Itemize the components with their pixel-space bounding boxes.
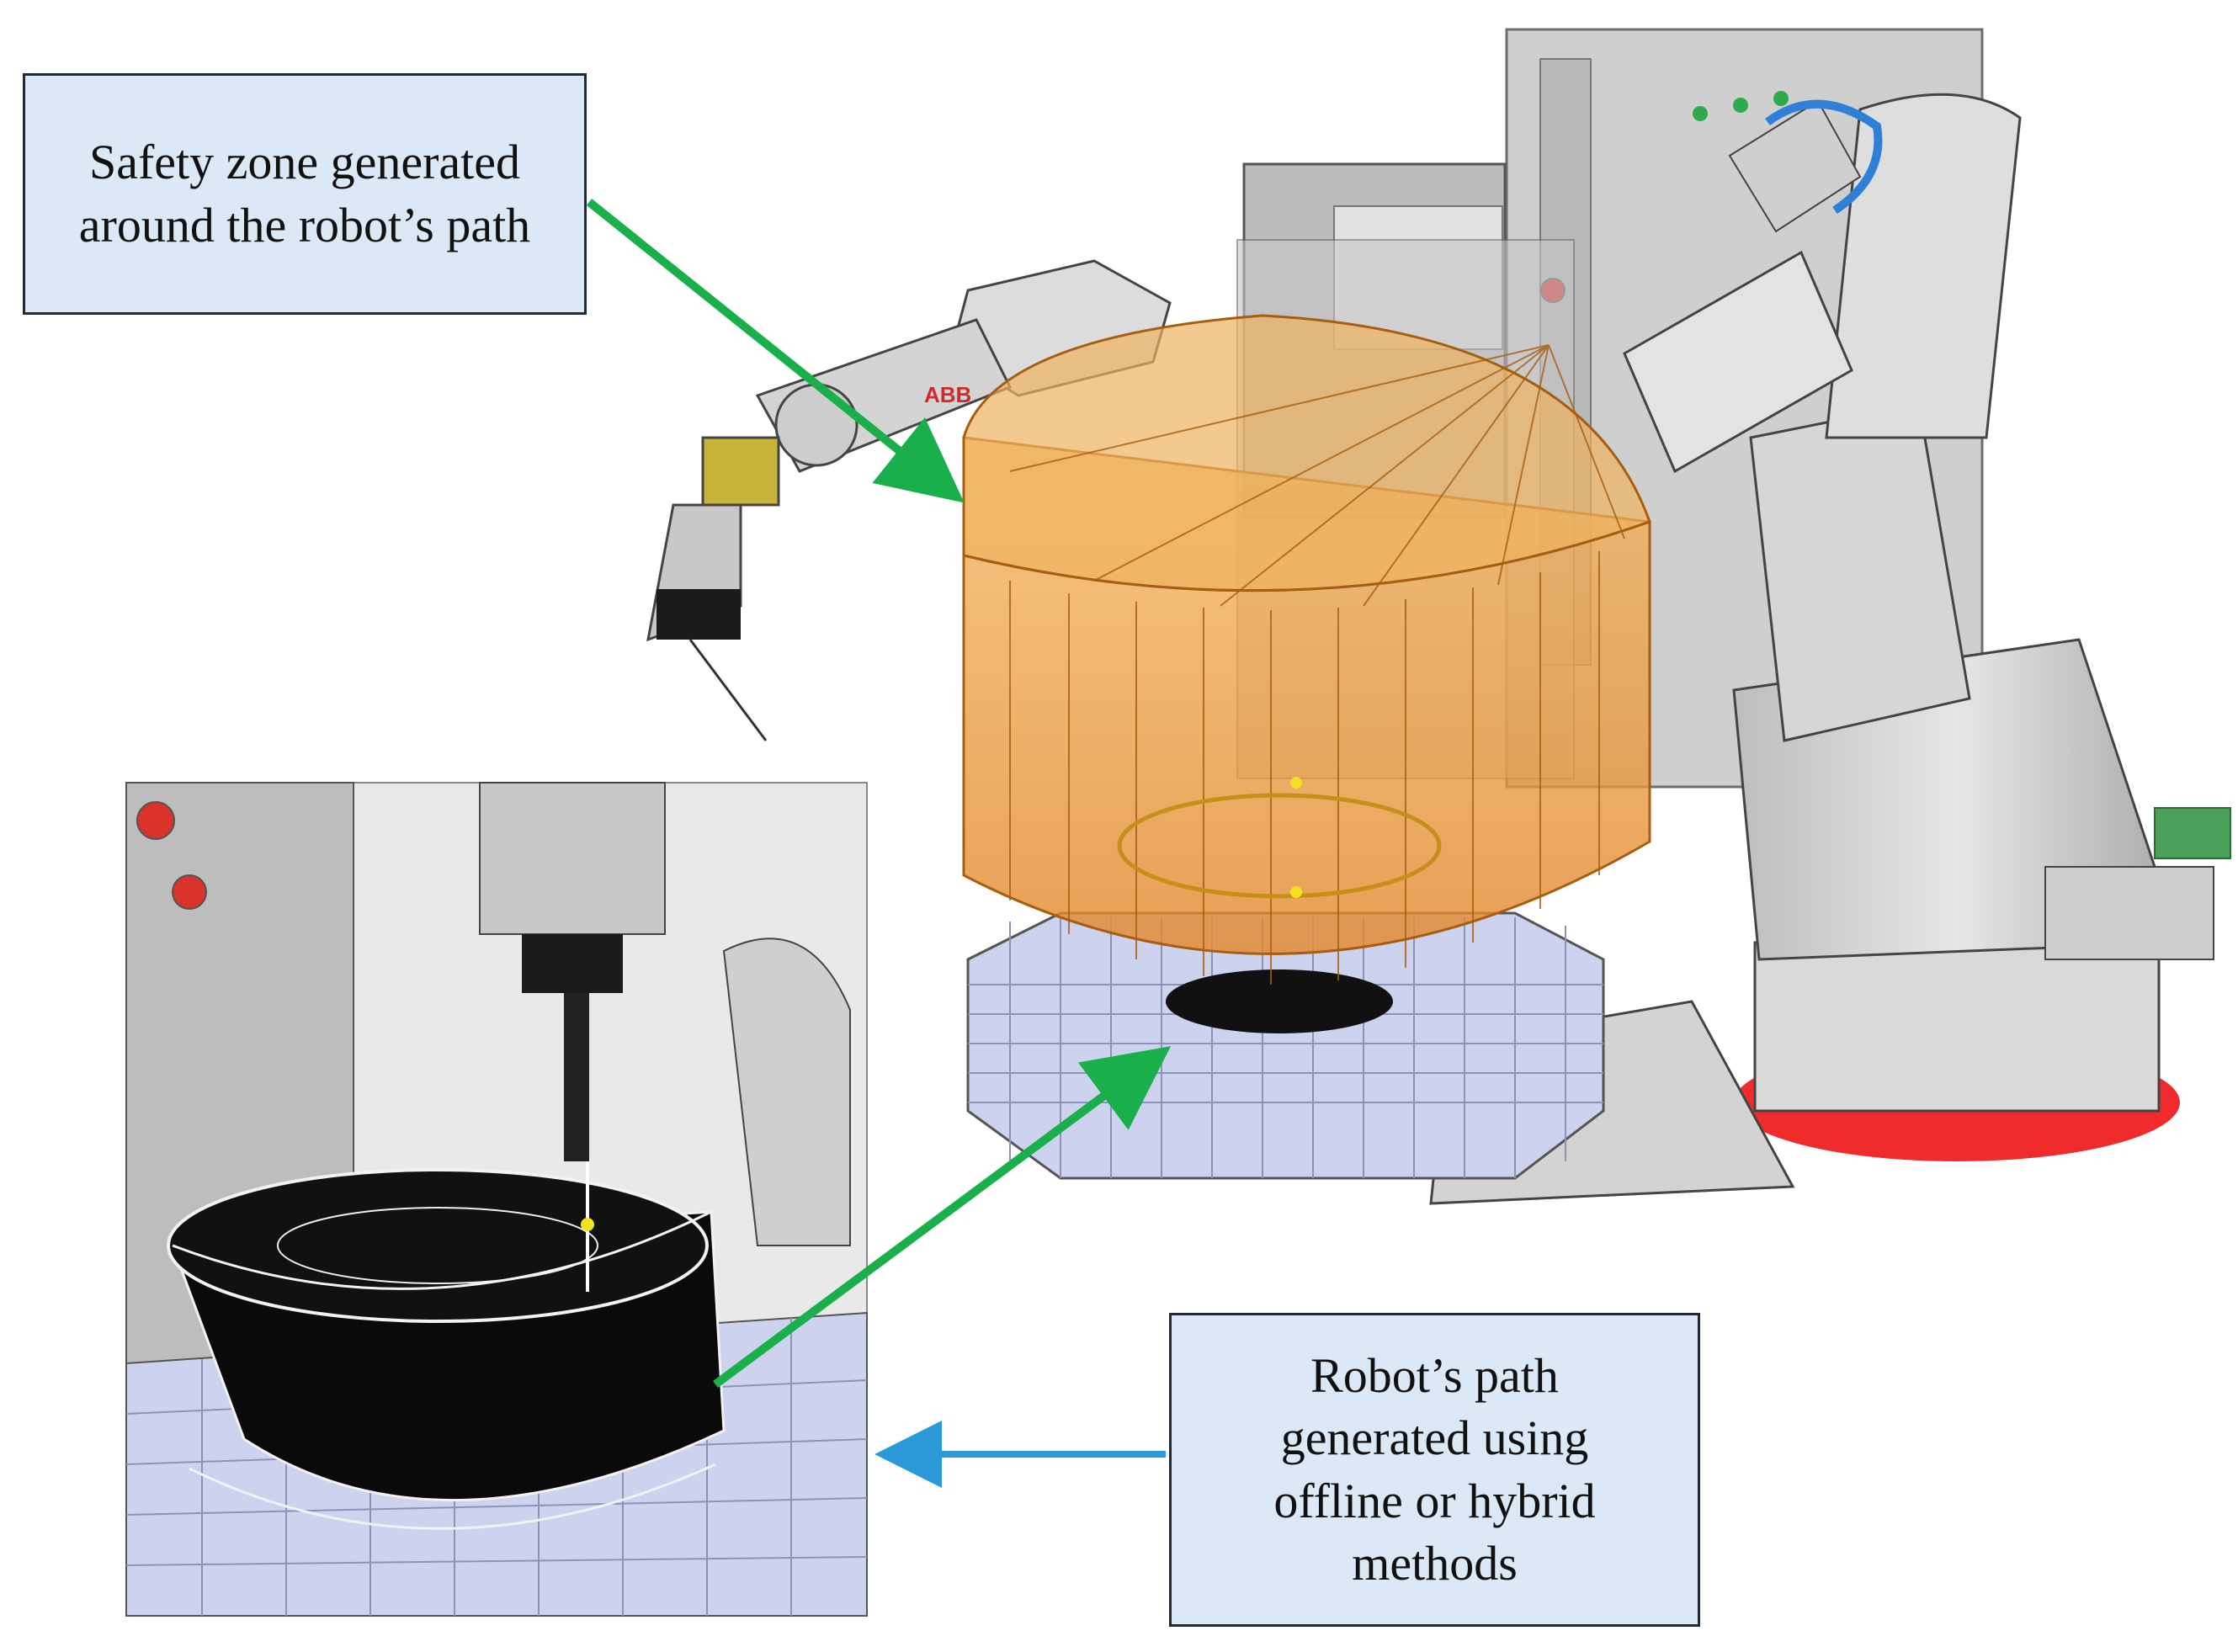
safety-zone xyxy=(962,314,1651,985)
callout-robot-path-line-4: methods xyxy=(1352,1535,1518,1591)
callout-safety-zone-line-2: around the robot’s path xyxy=(78,197,531,252)
arrow-inset-to-table xyxy=(713,1046,1172,1389)
callout-safety-zone: Safety zone generated around the robot’s… xyxy=(23,73,587,315)
inset-closeup xyxy=(125,782,868,1617)
callout-safety-zone-line-1: Safety zone generated xyxy=(88,135,521,190)
arrow-safety-zone xyxy=(586,199,965,503)
callout-robot-path-line-3: offline or hybrid xyxy=(1273,1473,1596,1528)
callout-robot-path-line-2: generated using xyxy=(1280,1410,1589,1466)
callout-robot-path: Robot’s path generated using offline or … xyxy=(1169,1313,1700,1627)
callout-robot-path-line-1: Robot’s path xyxy=(1310,1348,1559,1404)
robot-right xyxy=(1429,93,2231,1205)
robot-brand-label: ABB xyxy=(924,382,971,407)
